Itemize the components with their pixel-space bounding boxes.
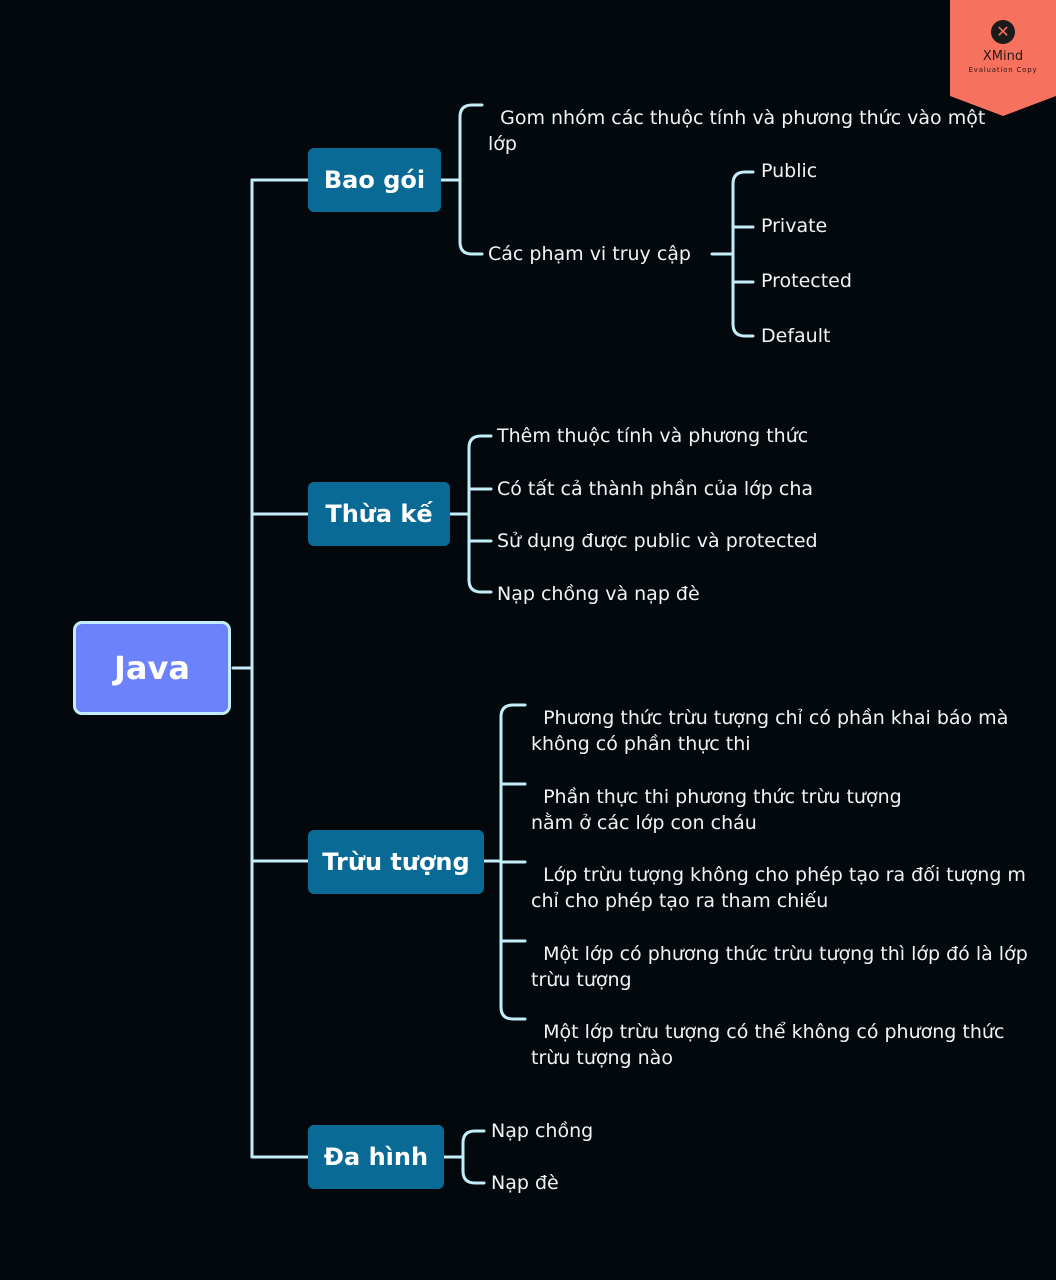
subtopic-abstraction-5[interactable]: Một lớp trừu tượng có thể không có phươn… <box>531 993 1004 1071</box>
subtopic-label: Một lớp trừu tượng có thể không có phươn… <box>531 1021 1005 1069</box>
subtopic-polymorphism-2[interactable]: Nạp đè <box>491 1170 559 1196</box>
subtopic-label: Phương thức trừu tượng chỉ có phần khai … <box>531 707 1009 755</box>
watermark-name: XMind <box>982 49 1024 64</box>
access-level-label: Public <box>761 160 818 182</box>
branch-topic-inheritance[interactable]: Thừa kế <box>308 482 450 546</box>
access-level-label: Private <box>761 215 828 237</box>
subtopic-encapsulation-definition[interactable]: Gom nhóm các thuộc tính và phương thức v… <box>488 79 985 157</box>
subtopic-label: Nạp đè <box>491 1172 559 1194</box>
subtopic-label: Sử dụng được public và protected <box>497 530 818 552</box>
subtopic-abstraction-4[interactable]: Một lớp có phương thức trừu tượng thì lớ… <box>531 915 1056 993</box>
access-level-label: Protected <box>761 270 852 292</box>
subtopic-label: Phần thực thi phương thức trừu tượng nằm… <box>531 786 902 834</box>
subtopic-abstraction-1[interactable]: Phương thức trừu tượng chỉ có phần khai … <box>531 679 1008 757</box>
watermark-ribbon <box>950 0 1056 116</box>
subtopic-label: Thêm thuộc tính và phương thức <box>497 425 809 447</box>
branch-topic-label: Đa hình <box>323 1143 429 1171</box>
x-logo-icon: ✕ <box>991 20 1015 44</box>
branch-topic-label: Trừu tượng <box>322 848 470 876</box>
branch-topic-encapsulation[interactable]: Bao gói <box>308 148 441 212</box>
subtopic-inheritance-3[interactable]: Sử dụng được public và protected <box>497 528 818 554</box>
subtopic-label: Nạp chồng và nạp đè <box>497 583 700 605</box>
subtopic-label: Một lớp có phương thức trừu tượng thì lớ… <box>531 943 1028 991</box>
subtopic-abstraction-2[interactable]: Phần thực thi phương thức trừu tượng nằm… <box>531 758 902 836</box>
subtopic-inheritance-1[interactable]: Thêm thuộc tính và phương thức <box>497 423 808 449</box>
access-level-private[interactable]: Private <box>761 213 827 239</box>
root-topic-label: Java <box>114 649 190 687</box>
subtopic-inheritance-2[interactable]: Có tất cả thành phần của lớp cha <box>497 476 813 502</box>
subtopic-label: Lớp trừu tượng không cho phép tạo ra đối… <box>531 864 1026 912</box>
subtopic-access-modifiers[interactable]: Các phạm vi truy cập <box>488 241 691 267</box>
subtopic-abstraction-3[interactable]: Lớp trừu tượng không cho phép tạo ra đối… <box>531 836 1056 914</box>
evaluation-watermark: ✕ XMind Evaluation Copy <box>950 0 1056 118</box>
subtopic-label: Các phạm vi truy cập <box>488 243 691 265</box>
subtopic-label: Gom nhóm các thuộc tính và phương thức v… <box>488 107 986 155</box>
access-level-default[interactable]: Default <box>761 323 830 349</box>
access-level-label: Default <box>761 325 831 347</box>
access-level-public[interactable]: Public <box>761 158 817 184</box>
access-level-protected[interactable]: Protected <box>761 268 852 294</box>
watermark-subtitle: Evaluation Copy <box>968 66 1038 74</box>
branch-topic-label: Bao gói <box>323 166 426 194</box>
subtopic-polymorphism-1[interactable]: Nạp chồng <box>491 1118 593 1144</box>
subtopic-label: Có tất cả thành phần của lớp cha <box>497 478 814 500</box>
root-topic[interactable]: Java <box>73 621 231 715</box>
branch-topic-polymorphism[interactable]: Đa hình <box>308 1125 444 1189</box>
subtopic-inheritance-4[interactable]: Nạp chồng và nạp đè <box>497 581 700 607</box>
branch-topic-abstraction[interactable]: Trừu tượng <box>308 830 484 894</box>
branch-topic-label: Thừa kế <box>325 500 433 528</box>
subtopic-label: Nạp chồng <box>491 1120 594 1142</box>
